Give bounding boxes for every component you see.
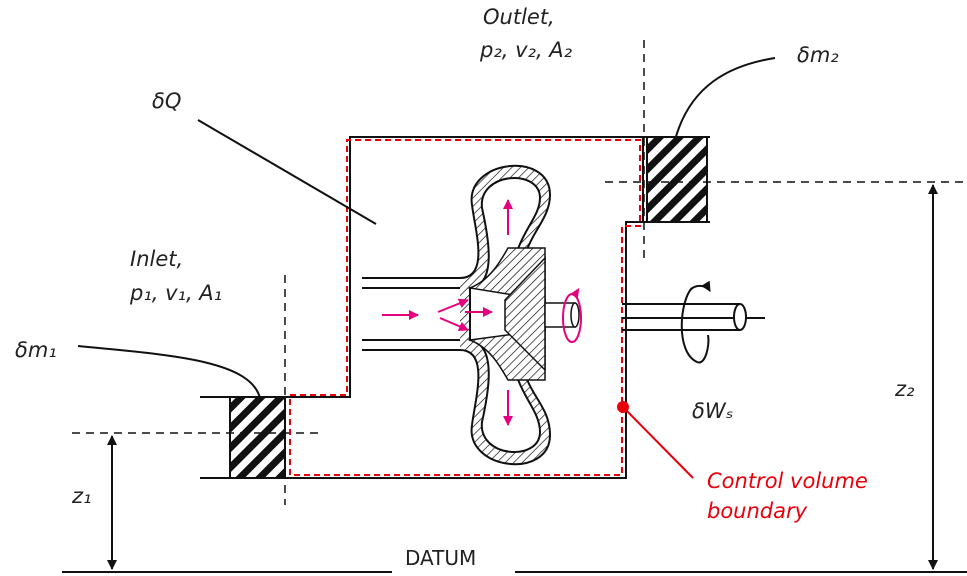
boundary-leader	[617, 401, 694, 479]
system-boundary	[288, 136, 644, 479]
inlet-pipe	[362, 277, 470, 351]
control-volume-label-line2: boundary	[707, 499, 808, 523]
dm2-leader	[674, 57, 776, 141]
inlet-mass-element	[72, 275, 320, 505]
dm2-label: δm₂	[797, 43, 839, 67]
dm1-label: δm₁	[15, 338, 57, 362]
outlet-label-title: Outlet,	[483, 5, 555, 29]
datum-label: DATUM	[405, 546, 476, 570]
outlet-label-props: p₂, v₂, A₂	[479, 38, 573, 62]
heat-leader	[197, 119, 377, 225]
pump-shaft	[544, 302, 580, 328]
z1-label: z₁	[71, 484, 91, 508]
flow-arrows	[382, 199, 513, 426]
inlet-label-props: p₁, v₁, A₁	[129, 281, 222, 305]
impeller	[467, 247, 546, 381]
dm1-leader	[77, 345, 261, 399]
work-rotation-arrow	[680, 280, 711, 364]
control-volume-label-line1: Control volume	[707, 469, 868, 493]
z2-label: z₂	[894, 377, 915, 401]
work-label: δWₛ	[692, 399, 733, 423]
outlet-mass-element	[605, 40, 967, 262]
inlet-label-title: Inlet,	[130, 247, 183, 271]
heat-label: δQ	[152, 89, 181, 113]
work-shaft	[622, 303, 765, 331]
control-volume-boundary	[289, 139, 641, 476]
shaft-rotation-arrow	[562, 287, 582, 343]
